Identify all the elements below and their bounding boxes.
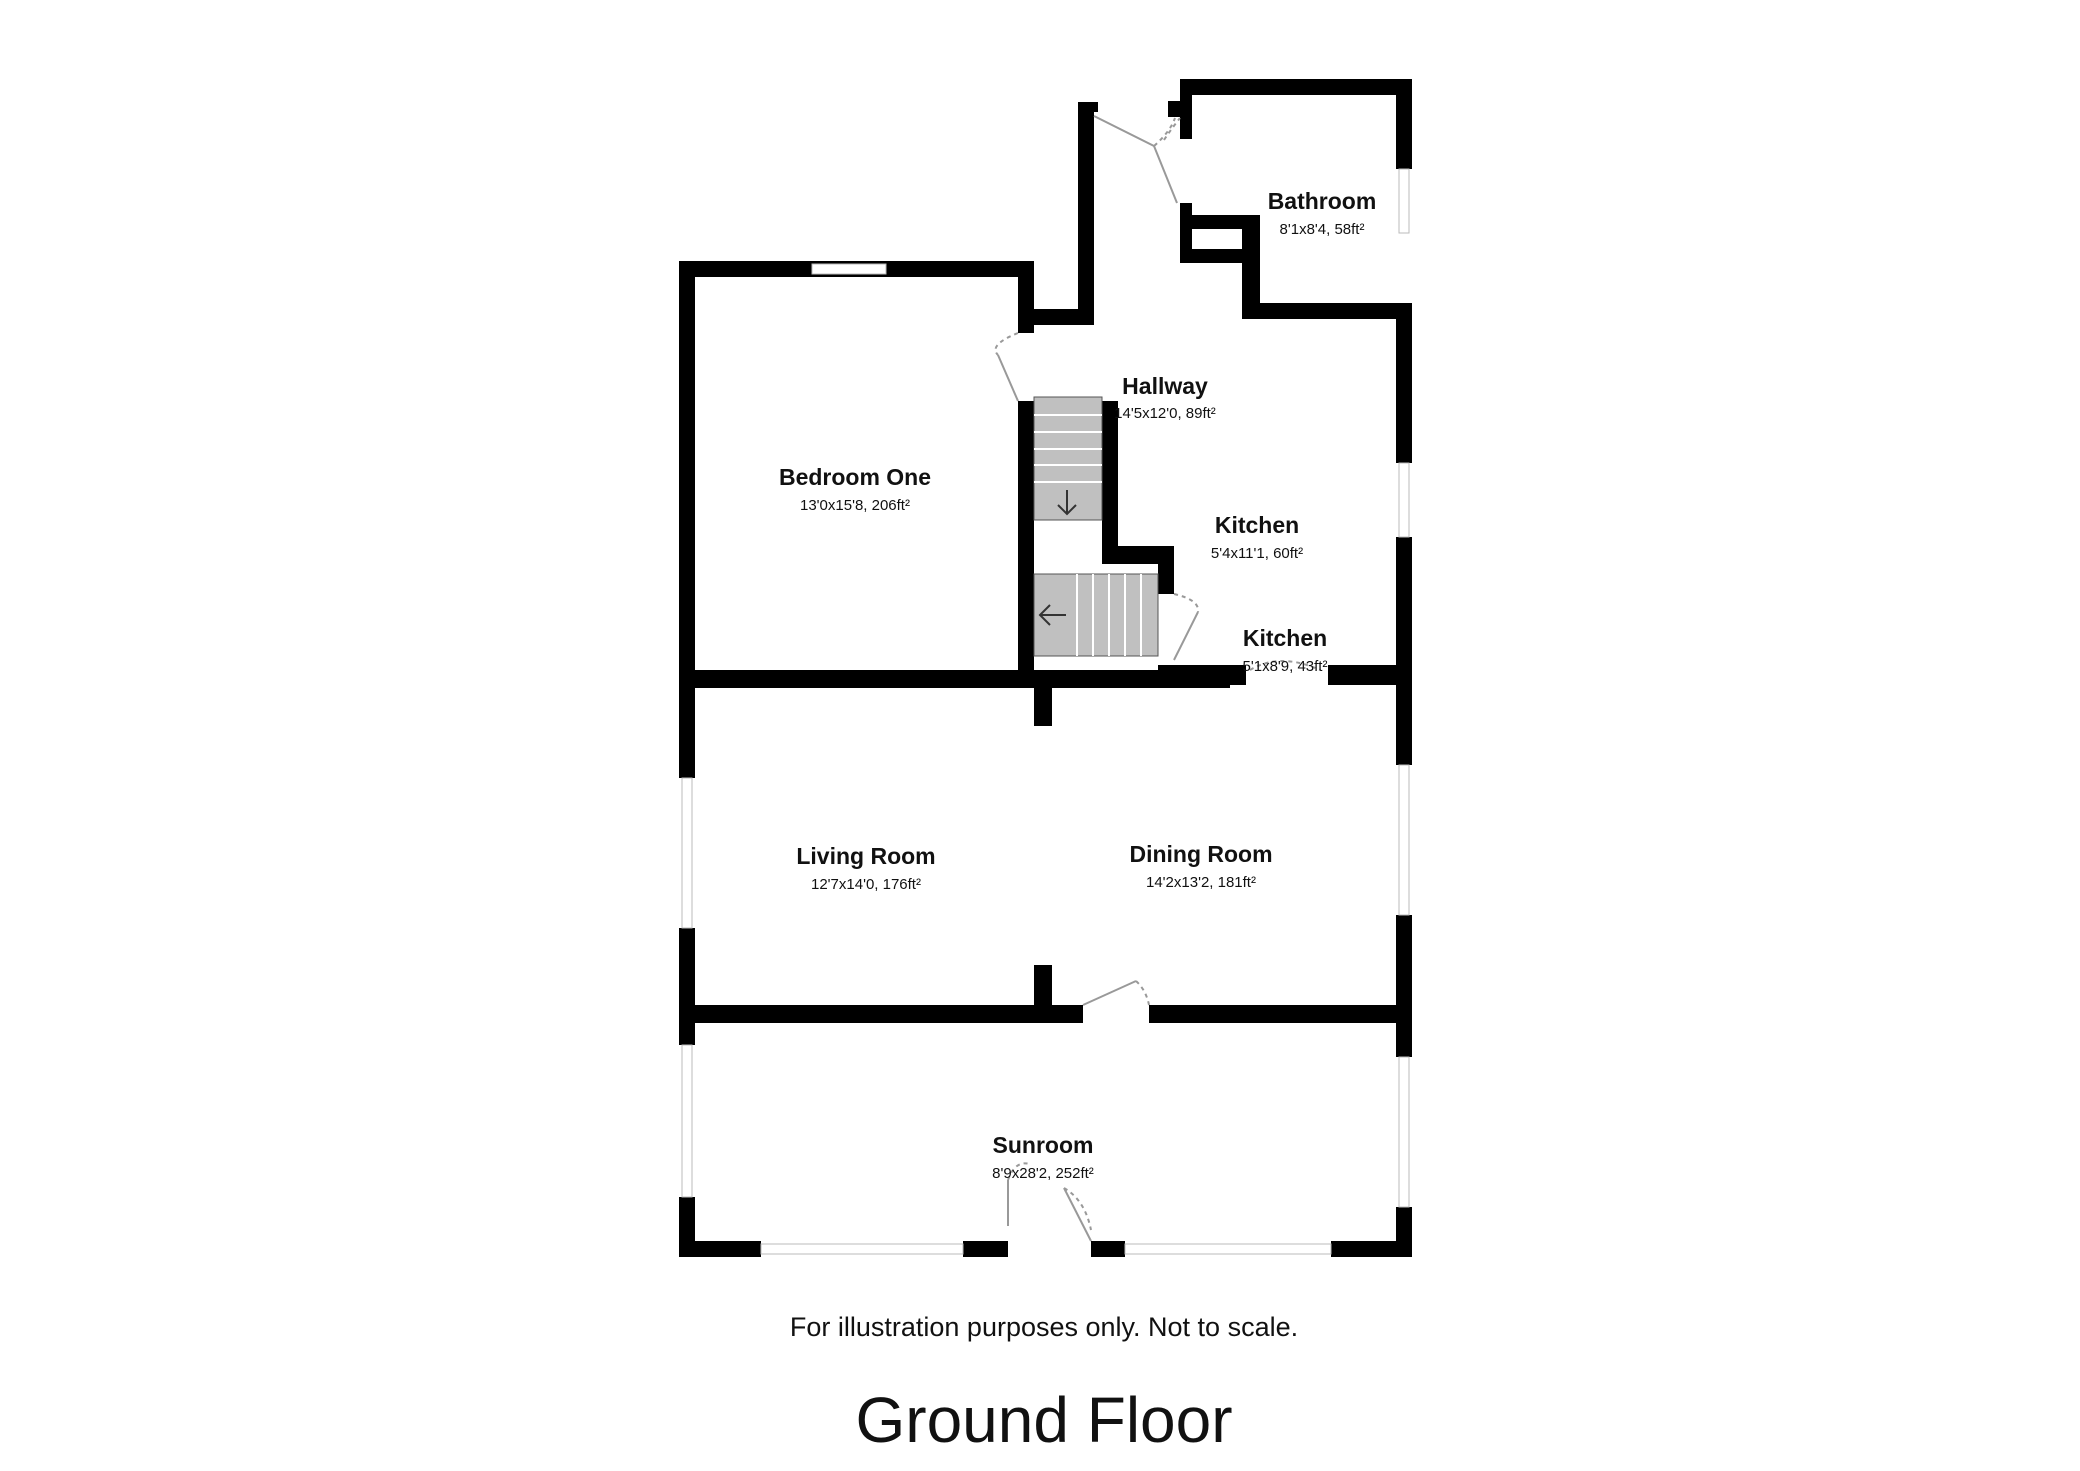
wall-bath-bottom <box>1242 303 1412 319</box>
kitchen-lower-dims: 5'1x8'9, 43ft² <box>1243 658 1328 675</box>
wall-sun-bottom-a <box>679 1241 761 1257</box>
wall-right-kitchen <box>1396 537 1412 685</box>
wall-hall-top-stub <box>1078 102 1098 112</box>
dining-room-dims: 14'2x13'2, 181ft² <box>1146 874 1256 891</box>
door-hall-entry <box>1093 115 1176 147</box>
wall-bath-left-upper <box>1180 79 1192 139</box>
room-labels: Bathroom 8'1x8'4, 58ft² Hallway 14'5x12'… <box>779 188 1376 1182</box>
wall-sun-right-top <box>1396 1005 1412 1057</box>
stairs <box>1033 396 1159 657</box>
door-bathroom <box>1153 117 1181 204</box>
bedroom-one-name: Bedroom One <box>779 464 931 490</box>
living-room-name: Living Room <box>796 843 935 869</box>
wall-stair-left <box>1018 401 1034 685</box>
wall-stair-ledge <box>1102 546 1174 564</box>
bathroom-name: Bathroom <box>1268 188 1377 214</box>
wall-sun-bottom-c <box>1091 1241 1125 1257</box>
windows <box>681 168 1410 1255</box>
wall-bath-inner-left <box>1242 215 1260 319</box>
hallway-name: Hallway <box>1122 373 1208 399</box>
wall-mid-post-lower <box>1034 965 1052 1023</box>
door-dining-sunroom <box>1082 980 1150 1006</box>
sunroom-dims: 8'9x28'2, 252ft² <box>992 1165 1094 1182</box>
kitchen-lower-name: Kitchen <box>1243 625 1327 651</box>
wall-bath-shelf-bottom <box>1180 249 1260 263</box>
window-living-left <box>681 777 693 929</box>
bedroom-one-dims: 13'0x15'8, 206ft² <box>800 497 910 514</box>
door-kitchen-dining <box>1249 660 1321 671</box>
kitchen-upper-dims: 5'4x11'1, 60ft² <box>1211 545 1303 562</box>
floor-title: Ground Floor <box>855 1384 1232 1456</box>
walls <box>679 79 1412 1257</box>
arrow-down-icon <box>1057 490 1077 516</box>
wall-bath-right-upper <box>1396 79 1412 169</box>
door-bedroom <box>994 332 1019 402</box>
wall-kitchen-bottom-left <box>1158 665 1246 685</box>
wall-mid-post-upper <box>1034 670 1052 726</box>
wall-lower-horizontal-left <box>679 1005 1083 1023</box>
disclaimer: For illustration purposes only. Not to s… <box>790 1312 1298 1342</box>
window-bedroom-top <box>811 263 887 275</box>
sunroom-name: Sunroom <box>993 1132 1094 1158</box>
window-sun-bottom-right <box>1124 1243 1332 1255</box>
wall-dining-right-bottom <box>1396 915 1412 1028</box>
dining-room-name: Dining Room <box>1129 841 1272 867</box>
wall-kitchen-bottom-right <box>1328 665 1412 685</box>
kitchen-upper-name: Kitchen <box>1215 512 1299 538</box>
wall-right-upper <box>1396 303 1412 463</box>
wall-living-left-top <box>679 670 695 778</box>
arrow-left-icon <box>1038 604 1066 626</box>
wall-bath-shelf-top <box>1180 215 1260 229</box>
wall-lower-horizontal-right <box>1149 1005 1412 1023</box>
window-bath-right <box>1398 168 1410 234</box>
door-kitchen-stair <box>1173 593 1200 661</box>
wall-mid-horizontal <box>679 670 1230 688</box>
wall-sun-bottom-d <box>1331 1241 1412 1257</box>
window-sun-bottom-left <box>760 1243 964 1255</box>
wall-bath-nub-a <box>1168 101 1180 117</box>
wall-sun-left-top <box>679 1005 695 1045</box>
wall-hall-jog-h <box>1018 309 1094 325</box>
wall-living-left-bottom <box>679 928 695 1028</box>
door-sunroom-front <box>1007 1162 1092 1242</box>
bathroom-dims: 8'1x8'4, 58ft² <box>1280 221 1365 238</box>
hallway-dims: 14'5x12'0, 89ft² <box>1114 405 1216 422</box>
wall-sun-bottom-b <box>963 1241 1008 1257</box>
window-sun-right <box>1398 1056 1410 1208</box>
living-room-dims: 12'7x14'0, 176ft² <box>811 876 921 893</box>
doors <box>994 115 1321 1242</box>
wall-bedroom-left <box>679 261 695 685</box>
wall-hall-left-riser <box>1078 102 1094 325</box>
window-sun-left <box>681 1044 693 1198</box>
window-kitchen-right <box>1398 462 1410 538</box>
wall-stair-right <box>1102 401 1118 564</box>
wall-dining-right-top <box>1396 670 1412 765</box>
window-dining-right <box>1398 764 1410 916</box>
wall-bath-top <box>1180 79 1412 95</box>
wall-stair-post <box>1158 546 1174 594</box>
